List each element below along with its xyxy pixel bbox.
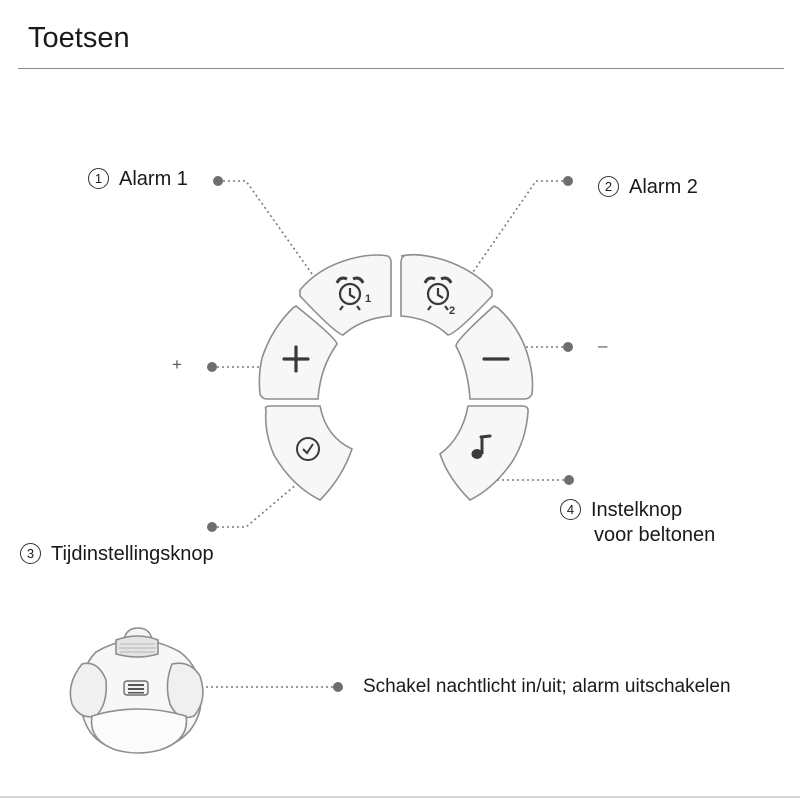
- leader-alarm1: [218, 180, 323, 289]
- device-right-ear: [166, 662, 204, 719]
- page-title: Toetsen: [28, 22, 130, 54]
- callout-alarm1: 1 Alarm 1: [88, 166, 188, 192]
- device-side-view: [69, 627, 204, 754]
- dot-minus: [563, 342, 573, 352]
- callout-number-3: 3: [20, 543, 41, 564]
- time-set-label: Tijdinstellingsknop: [51, 543, 214, 565]
- switch-label: Schakel nachtlicht in/uit; alarm uitscha…: [363, 676, 731, 697]
- alarm2-label: Alarm 2: [629, 176, 698, 198]
- plus-sign-label: +: [172, 355, 182, 374]
- leader-lines: [150, 180, 569, 688]
- dot-time: [207, 522, 217, 532]
- leader-dots: [207, 176, 574, 692]
- callout-number-1: 1: [88, 168, 109, 189]
- alarm1-digit: 1: [365, 293, 371, 305]
- device-left-ear: [69, 662, 108, 718]
- dot-ringtone: [564, 475, 574, 485]
- minus-button[interactable]: [455, 305, 534, 400]
- dot-alarm1: [213, 176, 223, 186]
- leader-time: [212, 477, 305, 528]
- alarm1-label: Alarm 1: [119, 168, 188, 190]
- time-set-button[interactable]: [264, 405, 353, 501]
- callout-ringtone: 4 Instelknop: [560, 497, 682, 523]
- button-ring: [258, 253, 534, 501]
- device-base: [90, 708, 188, 754]
- clock-icon: [296, 437, 320, 461]
- title-divider: [18, 68, 784, 69]
- plus-icon: [282, 345, 310, 373]
- callout-number-2: 2: [598, 176, 619, 197]
- dot-switch: [333, 682, 343, 692]
- ringtone-label-line2: voor beltonen: [594, 524, 716, 546]
- callout-time-set: 3 Tijdinstellingsknop: [20, 541, 214, 567]
- alarm1-button[interactable]: [299, 254, 392, 336]
- bottom-divider: [0, 796, 800, 798]
- ringtone-button[interactable]: [439, 405, 529, 501]
- device-grille: [115, 635, 159, 658]
- leader-alarm2: [461, 180, 568, 289]
- alarm2-digit: 2: [449, 305, 455, 317]
- minus-sign-label: –: [598, 336, 608, 355]
- alarm-clock-1-icon: [335, 276, 365, 311]
- ringtone-label-line1: Instelknop: [591, 499, 683, 521]
- alarm2-button[interactable]: [400, 253, 493, 336]
- plus-button[interactable]: [258, 305, 338, 400]
- dot-alarm2: [563, 176, 573, 186]
- music-note-icon: [471, 434, 492, 459]
- alarm-clock-2-icon: [423, 276, 453, 311]
- callout-number-4: 4: [560, 499, 581, 520]
- callout-alarm2: 2 Alarm 2: [598, 174, 698, 200]
- dot-plus: [207, 362, 217, 372]
